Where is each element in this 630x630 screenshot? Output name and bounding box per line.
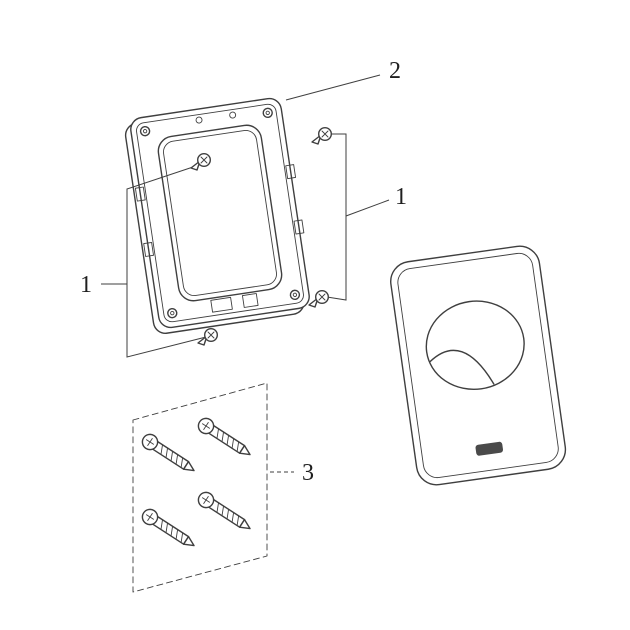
frame-top-hole (229, 111, 237, 119)
frame-corner-hole (167, 307, 178, 319)
frame-screw-icon (311, 126, 332, 145)
frame-bottom-cutout (242, 293, 259, 308)
frame-side-tab (285, 164, 297, 180)
callout-1-left-line (126, 163, 207, 358)
callout-3-label: 3 (302, 460, 314, 486)
frame-side-tab (134, 186, 146, 202)
frame-corner-hole-center (170, 311, 175, 316)
frame-opening-inner-line (163, 129, 277, 297)
frame-screw-icon (197, 328, 219, 346)
pack-screw-icon (138, 505, 199, 553)
callout-1-right-tick (345, 199, 390, 217)
plate-crescent-button (429, 349, 495, 385)
mounting-frame (124, 97, 310, 334)
callouts: 1 1 2 3 (80, 58, 407, 486)
callout-1-right-label: 1 (395, 184, 407, 210)
frame-opening (157, 124, 283, 302)
plate-large-button (425, 300, 525, 390)
screw-pack (132, 382, 268, 593)
callout-1-right-line (326, 133, 347, 301)
frame-corner-hole-center (265, 110, 270, 115)
pack-screw-icon (138, 430, 199, 478)
callout-2-label: 2 (389, 58, 401, 84)
frame-corner-hole (262, 107, 273, 119)
flush-plate (390, 245, 567, 486)
frame-bottom-cutout (210, 296, 233, 313)
callout-1-left-label: 1 (80, 272, 92, 298)
pack-screw-icon (194, 414, 255, 462)
frame-side-tab (143, 241, 154, 257)
plate-sensor-window (475, 441, 504, 456)
frame-screw-icon (308, 290, 329, 308)
frame-corner-hole (139, 125, 151, 137)
frame-face-line (136, 103, 304, 323)
frame-corner-hole-center (292, 292, 298, 297)
callout-2-line (285, 74, 381, 101)
pack-screw-icon (194, 488, 255, 536)
plate-bevel-line (397, 252, 559, 479)
frame-corner-hole-center (142, 129, 148, 134)
frame-top-hole (195, 116, 203, 124)
frame-side-tab (293, 219, 305, 235)
screw-pack-boundary (132, 382, 268, 593)
frame-corner-hole (289, 289, 301, 301)
